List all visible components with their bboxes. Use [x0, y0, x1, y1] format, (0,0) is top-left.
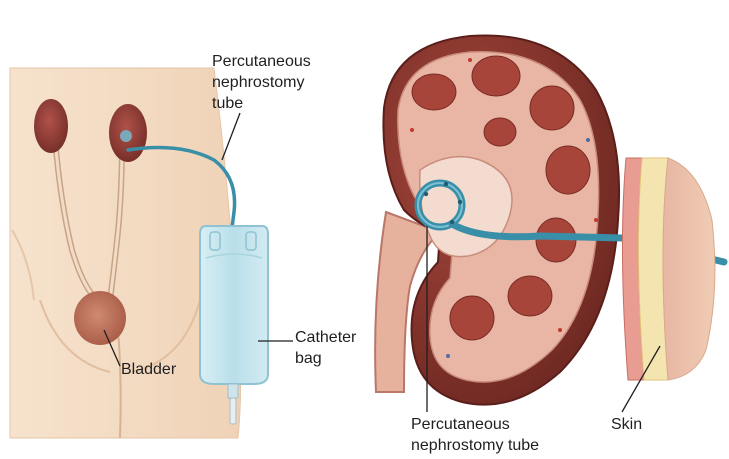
- left-kidney: [34, 99, 68, 153]
- skin-surface: [663, 158, 715, 380]
- torso-back-view: [10, 68, 268, 438]
- leader-tube-top: [222, 113, 240, 160]
- skin-layers: [622, 158, 714, 380]
- right-kidney-pelvis: [120, 130, 132, 142]
- bladder: [74, 291, 126, 345]
- label-percutaneous-nephrostomy-tube-bottom: Percutaneous nephrostomy tube: [411, 414, 539, 456]
- label-percutaneous-nephrostomy-tube-top: Percutaneous nephrostomy tube: [212, 51, 311, 114]
- label-skin: Skin: [611, 414, 642, 435]
- label-bladder: Bladder: [121, 359, 176, 380]
- label-catheter-bag: Catheter bag: [295, 327, 356, 369]
